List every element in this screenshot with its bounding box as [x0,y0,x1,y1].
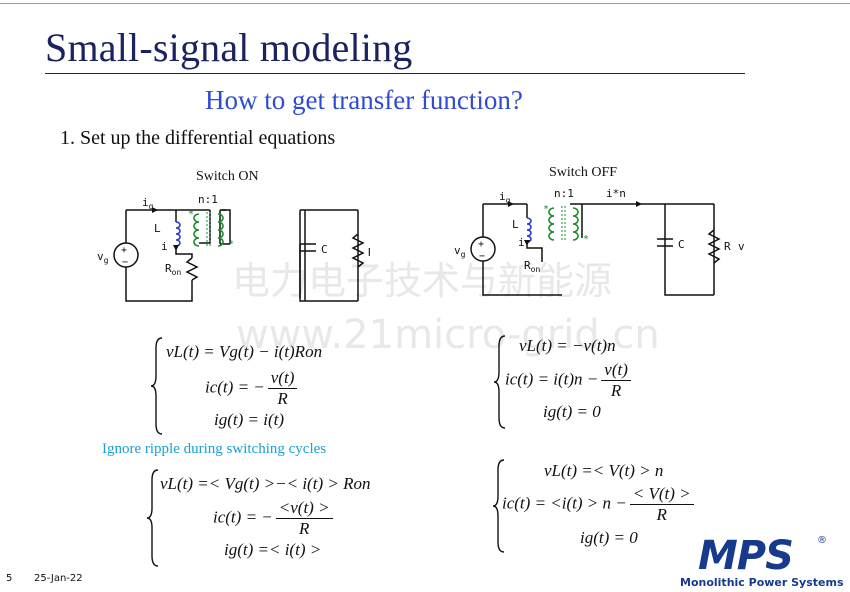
switch-off-label: Switch OFF [549,165,618,180]
inductor-on [175,221,181,247]
eq-avg-off-line2: ic(t) = <i(t) > n −< V(t) >R [502,484,697,525]
ratio-label-on: n:1 [198,193,218,206]
eq-avg-on-line1: vL(t) =< Vg(t) >−< i(t) > Ron [160,474,371,493]
eq-on-line3: ig(t) = i(t) [214,410,285,429]
eq-off-line2: ic(t) = i(t)n −v(t)R [505,360,634,401]
switch-off-circuit: + − * * ig n:1 i*n L i vg Ron C R v [454,187,745,296]
voltage-source-on [113,242,139,268]
switch-on-label: Switch ON [196,169,259,184]
L-label-off: L [512,218,519,231]
slide-subtitle: How to get transfer function? [205,85,523,115]
vg-label-off: vg [454,244,466,259]
ig-label-off: ig [499,190,511,205]
ratio-label-off: n:1 [554,187,574,200]
v-label-off: v [738,240,745,253]
i-label-on: i [161,240,168,253]
transformer-primary-on [193,213,200,247]
resistor-R-on [351,233,365,268]
transformer-secondary-on [217,213,224,247]
R-label-on: R [368,246,370,259]
eq-off-line3: ig(t) = 0 [543,402,601,421]
eq-avg-on-line2: ic(t) = −<v(t) >R [213,498,336,539]
inductor-off [526,217,532,243]
svg-text:*: * [228,239,234,250]
svg-text:−: − [122,257,128,268]
equations-on: vL(t) = Vg(t) − i(t)Ron ic(t) = −v(t)R i… [150,336,400,436]
vg-label-on: vg [97,250,109,265]
eq-avg-off-line1: vL(t) =< V(t) > n [544,461,664,480]
C-label-off: C [678,238,685,251]
in-label-off: i*n [606,187,626,200]
transformer-secondary-off [572,207,579,241]
equations-avg-off: vL(t) =< V(t) > n ic(t) = <i(t) > n −< V… [492,458,752,554]
title-underline [45,73,745,74]
resistor-R-off [707,229,721,264]
L-label-on: L [154,222,161,235]
eq-on-line1: vL(t) = Vg(t) − i(t)Ron [166,342,323,361]
R-label-off: R [724,240,731,253]
company-name: Monolithic Power Systems [680,576,844,589]
i-label-off: i [518,236,525,249]
ignore-ripple-note: Ignore ripple during switching cycles [102,441,327,457]
voltage-source-off [470,236,496,262]
eq-avg-off-line3: ig(t) = 0 [580,528,638,547]
C-label-on: C [321,243,328,256]
eq-avg-on-line3: ig(t) =< i(t) > [224,540,322,559]
equations-off: vL(t) = −v(t)n ic(t) = i(t)n −v(t)R ig(t… [493,334,713,430]
svg-text:+: + [478,239,484,250]
svg-text:*: * [188,209,194,220]
slide-date: 25-Jan-22 [34,573,83,584]
watermark-url: www.21micro-grid.cn [236,312,660,358]
svg-text:*: * [583,234,589,245]
mps-logo: MPS [698,533,794,579]
Ron-label-off: Ron [524,259,540,274]
equations-avg-on: vL(t) =< Vg(t) >−< i(t) > Ron ic(t) = −<… [146,468,436,568]
svg-text:+: + [121,245,127,256]
svg-text:−: − [479,251,485,262]
page-number: 5 [6,573,13,584]
ig-label-on: ig [142,196,154,211]
slide-title: Small-signal modeling [45,25,413,70]
switch-on-circuit: + − * * ig n:1 L i vg Ron C R v [97,193,370,302]
eq-on-line2: ic(t) = −v(t)R [205,368,300,409]
svg-text:*: * [543,204,549,215]
eq-off-line1: vL(t) = −v(t)n [519,336,616,355]
resistor-Ron-on [185,257,199,281]
step-heading: 1. Set up the differential equations [60,127,336,149]
transformer-primary-off [548,207,555,241]
registered-mark: ® [817,535,827,546]
top-rule [0,3,850,4]
Ron-label-on: Ron [165,262,181,277]
